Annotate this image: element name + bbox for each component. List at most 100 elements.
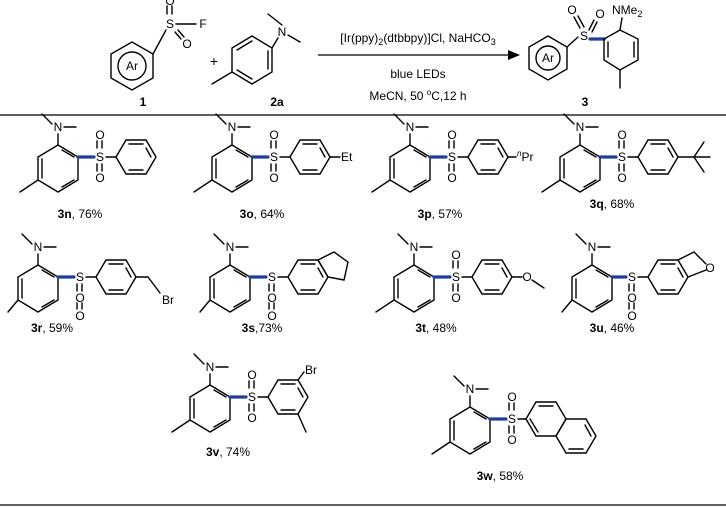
reactant-2-ring xyxy=(231,35,273,85)
s-atom: S xyxy=(452,270,460,284)
product-cn-bond xyxy=(619,17,623,31)
n-atom: N xyxy=(228,120,237,134)
product-so-1a xyxy=(573,16,581,29)
product-so-2b xyxy=(591,21,598,33)
light-text: blue LEDs xyxy=(390,67,445,81)
reactant-1-o-atom-bottom: O xyxy=(182,37,191,51)
compound-3v: N S O O Br 3v, 74% xyxy=(171,353,317,459)
o-atom: O xyxy=(447,171,456,185)
compound-label: 3n, 76% xyxy=(58,207,103,221)
reactant-1-o-atom-top: O xyxy=(165,0,174,8)
o-atom: O xyxy=(507,390,516,404)
o-atom: O xyxy=(447,128,456,142)
compound-3s: N S O O 3s,73% xyxy=(199,233,349,335)
o-atom: O xyxy=(267,309,276,323)
reactant-2-cn-bond xyxy=(271,37,279,49)
reactant-1: Ar S F O O 1 xyxy=(110,0,207,109)
catalyst-text: [Ir(ppy)2(dtbbpy)]Cl, NaHCO3 xyxy=(340,31,495,47)
n-atom: N xyxy=(226,240,235,254)
reactant-1-bond xyxy=(152,29,167,55)
product-s-atom: S xyxy=(580,29,588,43)
compound-ring-a xyxy=(37,144,79,193)
substituent-label: O xyxy=(522,270,531,284)
reactant-2-methyl xyxy=(211,71,233,85)
o-atom: O xyxy=(75,309,84,323)
reactant-2-n-atom: N xyxy=(278,25,287,39)
o-atom: O xyxy=(95,171,104,185)
o-atom: O xyxy=(617,171,626,185)
product-nme2-label: NMe2 xyxy=(612,3,642,19)
compound-label: 3r, 59% xyxy=(31,321,73,335)
s-atom: S xyxy=(76,270,84,284)
compound-label: 3o, 64% xyxy=(240,207,285,221)
compound-label: 3p, 57% xyxy=(418,207,463,221)
s-atom: S xyxy=(248,390,256,404)
o-atom: O xyxy=(247,411,256,425)
s-atom: S xyxy=(618,150,626,164)
n-atom: N xyxy=(54,120,63,134)
compound-label: 3v, 74% xyxy=(206,445,250,459)
reactant-1-f-atom: F xyxy=(199,17,206,31)
o-atom: O xyxy=(247,368,256,382)
o-atom: O xyxy=(95,128,104,142)
reactant-1-label: 1 xyxy=(140,95,147,109)
o-atom: O xyxy=(75,291,84,305)
compound-3q: N S O O 3q, 68% xyxy=(541,113,711,211)
o-atom: O xyxy=(269,171,278,185)
n-atom: N xyxy=(576,120,585,134)
compound-label: 3w, 58% xyxy=(477,469,524,483)
compound-label: 3t, 48% xyxy=(415,321,457,335)
reactant-2-label: 2a xyxy=(270,95,284,109)
naphthyl-ring-a xyxy=(525,401,567,437)
o-atom: O xyxy=(627,291,636,305)
reactant-2-double-3 xyxy=(236,69,253,80)
substituent-label: nPr xyxy=(517,149,533,164)
s-atom: S xyxy=(628,270,636,284)
product-o-atom-1: O xyxy=(567,3,576,17)
reactant-2-double-1 xyxy=(236,40,253,51)
compound-label: 3u, 46% xyxy=(590,321,635,335)
s-atom: S xyxy=(448,150,456,164)
n-atom: N xyxy=(466,382,475,396)
product-ar-ring-circle xyxy=(535,45,561,71)
substituent-label: Br xyxy=(305,363,317,377)
reactant-1-so-bond-d xyxy=(177,29,185,38)
reactant-1-ring-circle xyxy=(117,51,147,81)
reactant-1-so-bond-c xyxy=(174,31,182,40)
reactant-2: N 2a xyxy=(211,13,301,109)
product-so-2a xyxy=(588,19,595,31)
s-atom: S xyxy=(268,270,276,284)
substituent-label: O xyxy=(705,261,714,275)
o-atom: O xyxy=(627,309,636,323)
compound-3r: N S O O Br 3r, 59% xyxy=(7,233,174,335)
product-ar-label: Ar xyxy=(542,51,554,65)
compound-label: 3q, 68% xyxy=(590,197,635,211)
compound-3n: N S O O 3n, 76% xyxy=(19,113,157,221)
reactant-1-s-atom: S xyxy=(166,17,174,31)
compound-3p: N S O O nPr 3p, 57% xyxy=(371,113,533,221)
solvent-text: MeCN, 50 oC,12 h xyxy=(369,88,466,103)
reactant-2-nme-1 xyxy=(267,13,283,26)
substituent-label: Et xyxy=(341,150,353,164)
n-atom: N xyxy=(406,120,415,134)
product-3: Ar S O O NMe2 3 xyxy=(528,3,642,109)
compound-3u: N S O O O 3u, 46% xyxy=(561,233,715,335)
product-label: 3 xyxy=(582,95,589,109)
reactant-2-nme-2 xyxy=(287,34,301,43)
o-atom: O xyxy=(267,291,276,305)
substituent-label: Br xyxy=(162,293,174,307)
o-atom: O xyxy=(269,128,278,142)
product-aniline-ring xyxy=(603,29,639,71)
n-atom: N xyxy=(410,240,419,254)
product-ar-s-bond xyxy=(566,36,579,48)
o-atom: O xyxy=(617,128,626,142)
o-atom: O xyxy=(451,291,460,305)
n-atom: N xyxy=(34,240,43,254)
o-atom: O xyxy=(451,248,460,262)
compound-3w: N S O O 3w, 58% xyxy=(431,375,597,483)
reaction-arrow-head xyxy=(508,50,520,60)
reaction-conditions: [Ir(ppy)2(dtbbpy)]Cl, NaHCO3 blue LEDs M… xyxy=(318,31,520,103)
product-o-atom-2: O xyxy=(595,7,604,21)
plus-sign: + xyxy=(210,53,218,69)
